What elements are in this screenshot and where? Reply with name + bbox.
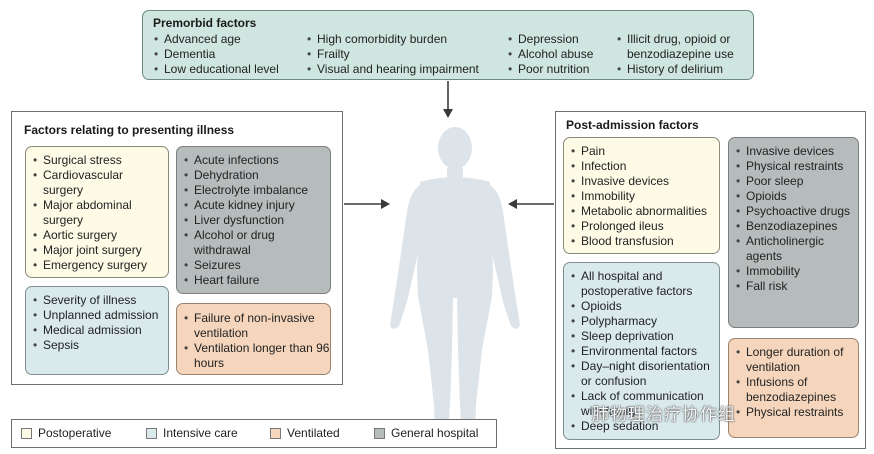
list-item: Acute infections [183, 153, 330, 168]
list-item: All hospital and postoperative factors [570, 269, 719, 299]
post-postoperative-box: Pain Infection Invasive devices Immobili… [563, 137, 720, 254]
list-item: Benzodiazepines [735, 219, 858, 234]
list-item: Opioids [735, 189, 858, 204]
list-item: Alcohol abuse [507, 47, 617, 62]
legend-label: Ventilated [287, 426, 340, 440]
premorbid-title: Premorbid factors [153, 16, 257, 30]
list-item: Acute kidney injury [183, 198, 330, 213]
post-intensive-box: All hospital and postoperative factors O… [563, 262, 720, 440]
list-item: Sepsis [32, 338, 166, 353]
presenting-ventilated-box: Failure of non-invasive ventilation Vent… [176, 303, 331, 375]
presenting-general-list: Acute infections Dehydration Electrolyte… [183, 153, 330, 288]
list-item: Poor sleep [735, 174, 858, 189]
list-item: Major abdominal surgery [32, 198, 166, 228]
post-postoperative-list: Pain Infection Invasive devices Immobili… [570, 144, 719, 249]
list-item: Severity of illness [32, 293, 166, 308]
list-item: Invasive devices [570, 174, 719, 189]
post-ventilated-box: Longer duration of ventilation Infusions… [728, 338, 859, 438]
premorbid-list-1: Advanced age Dementia Low educational le… [153, 32, 303, 77]
premorbid-list-2: High comorbidity burden Frailty Visual a… [306, 32, 506, 77]
legend-intensive: Intensive care [146, 426, 238, 440]
legend [11, 419, 497, 448]
watermark-text: 肺物理治疗协作组 [592, 405, 736, 424]
legend-swatch-ventilated [270, 427, 281, 439]
list-item: Seizures [183, 258, 330, 273]
list-item: Blood transfusion [570, 234, 719, 249]
list-item: Unplanned admission [32, 308, 166, 323]
list-item: Anticholinergic agents [735, 234, 858, 264]
legend-label: Intensive care [163, 426, 238, 440]
list-item: Pain [570, 144, 719, 159]
post-general-box: Invasive devices Physical restraints Poo… [728, 137, 859, 328]
list-item: Advanced age [153, 32, 303, 47]
list-item: Dehydration [183, 168, 330, 183]
list-item: Alcohol or drug withdrawal [183, 228, 330, 258]
list-item: Dementia [153, 47, 303, 62]
legend-swatch-intensive [146, 427, 157, 439]
list-item: Electrolyte imbalance [183, 183, 330, 198]
premorbid-list-3: Depression Alcohol abuse Poor nutrition [507, 32, 617, 77]
list-item: Psychoactive drugs [735, 204, 858, 219]
presenting-intensive-box: Severity of illness Unplanned admission … [25, 286, 169, 375]
human-body-figure [390, 127, 520, 446]
list-item: Major joint surgery [32, 243, 166, 258]
legend-swatch-general [374, 427, 385, 439]
list-item: Day–night disorientation or confusion [570, 359, 719, 389]
list-item: Visual and hearing impairment [306, 62, 506, 77]
post-intensive-list: All hospital and postoperative factors O… [570, 269, 719, 434]
list-item: Heart failure [183, 273, 330, 288]
list-item: Failure of non-invasive ventilation [183, 311, 330, 341]
presenting-general-box: Acute infections Dehydration Electrolyte… [176, 146, 331, 294]
list-item: Surgical stress [32, 153, 166, 168]
legend-swatch-postoperative [21, 427, 32, 439]
list-item: Aortic surgery [32, 228, 166, 243]
list-item: Metabolic abnormalities [570, 204, 719, 219]
list-item: Emergency surgery [32, 258, 166, 273]
premorbid-list-4: Illicit drug, opioid or benzodiazepine u… [616, 32, 756, 77]
list-item: Fall risk [735, 279, 858, 294]
list-item: Invasive devices [735, 144, 858, 159]
list-item: Immobility [570, 189, 719, 204]
list-item: Low educational level [153, 62, 303, 77]
list-item: Poor nutrition [507, 62, 617, 77]
list-item: Illicit drug, opioid or benzodiazepine u… [616, 32, 756, 62]
list-item: Medical admission [32, 323, 166, 338]
watermark: 肺物理治疗协作组 [592, 400, 736, 425]
presenting-postoperative-box: Surgical stress Cardiovascular surgery M… [25, 146, 169, 278]
presenting-ventilated-list: Failure of non-invasive ventilation Vent… [183, 311, 330, 371]
list-item: Prolonged ileus [570, 219, 719, 234]
post-ventilated-list: Longer duration of ventilation Infusions… [735, 345, 858, 420]
legend-postoperative: Postoperative [21, 426, 111, 440]
list-item: High comorbidity burden [306, 32, 506, 47]
list-item: Opioids [570, 299, 719, 314]
list-item: Sleep deprivation [570, 329, 719, 344]
presenting-postoperative-list: Surgical stress Cardiovascular surgery M… [32, 153, 166, 273]
list-item: Physical restraints [735, 405, 858, 420]
list-item: Immobility [735, 264, 858, 279]
presenting-title: Factors relating to presenting illness [24, 123, 235, 137]
list-item: Longer duration of ventilation [735, 345, 858, 375]
legend-label: Postoperative [38, 426, 112, 440]
list-item: Cardiovascular surgery [32, 168, 166, 198]
legend-ventilated: Ventilated [270, 426, 340, 440]
list-item: Environmental factors [570, 344, 719, 359]
presenting-intensive-list: Severity of illness Unplanned admission … [32, 293, 166, 353]
list-item: Infection [570, 159, 719, 174]
post-general-list: Invasive devices Physical restraints Poo… [735, 144, 858, 294]
list-item: Liver dysfunction [183, 213, 330, 228]
list-item: Frailty [306, 47, 506, 62]
list-item: Lack of communication with family [570, 389, 719, 419]
legend-label: General hospital [391, 426, 479, 440]
list-item: Infusions of benzodiazepines [735, 375, 858, 405]
list-item: Depression [507, 32, 617, 47]
list-item: Ventilation longer than 96 hours [183, 341, 330, 371]
list-item: History of delirium [616, 62, 756, 77]
premorbid-factors-box: Premorbid factors Advanced age Dementia … [142, 10, 754, 80]
list-item: Deep sedation [570, 419, 719, 434]
legend-general: General hospital [374, 426, 478, 440]
post-admission-title: Post-admission factors [566, 118, 699, 132]
list-item: Polypharmacy [570, 314, 719, 329]
list-item: Physical restraints [735, 159, 858, 174]
